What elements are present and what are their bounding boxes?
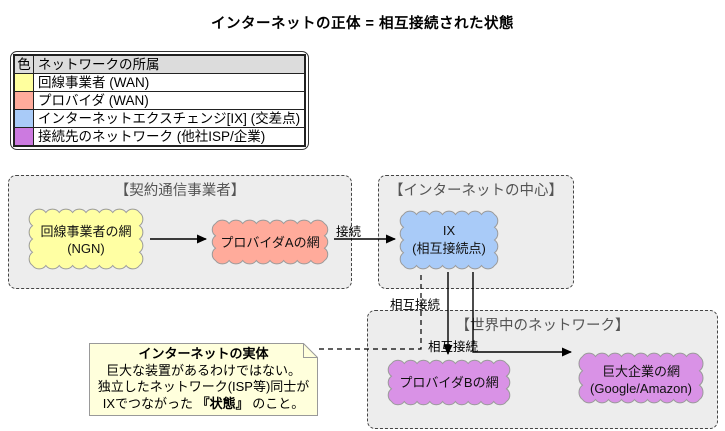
legend-swatch-ix: [13, 109, 34, 128]
cloud-big-enterprise: 巨大企業の網 (Google/Amazon): [578, 352, 704, 404]
legend-panel: 色 ネットワークの所属 回線事業者 (WAN) プロバイダ (WAN) インター…: [10, 51, 310, 150]
legend-row-provider: プロバイダ (WAN): [13, 91, 306, 110]
note-fold-icon: [303, 343, 318, 358]
cloud-provider-a-label: プロバイダAの網: [220, 235, 319, 250]
legend-header-label: ネットワークの所属: [33, 54, 306, 74]
cloud-big-enterprise-sublabel: (Google/Amazon): [590, 381, 692, 396]
legend-label-provider: プロバイダ (WAN): [33, 91, 306, 110]
cloud-provider-b: プロバイダBの網: [387, 359, 511, 406]
note-title: インターネットの実体: [138, 346, 269, 361]
legend-label-ix: インターネットエクスチェンジ[IX] (交差点): [33, 109, 306, 128]
legend-row-carrier: 回線事業者 (WAN): [13, 73, 306, 92]
group-internet-center-title: 【インターネットの中心】: [389, 183, 563, 199]
cloud-big-enterprise-label: 巨大企業の網: [602, 364, 680, 379]
edge-label-connect: 接続: [336, 225, 362, 239]
group-contract-carrier-title: 【契約通信事業者】: [114, 183, 246, 199]
cloud-provider-a-shape: [211, 219, 329, 265]
cloud-ix: IX (相互接続点): [399, 210, 499, 270]
cloud-ix-sublabel: (相互接続点): [412, 241, 486, 256]
cloud-carrier-network-sublabel: (NGN): [67, 241, 105, 256]
note-body-shape: [89, 343, 318, 416]
edge-label-peer-2: 相互接続: [428, 340, 479, 354]
cloud-provider-b-shape: [387, 359, 511, 406]
legend-table: 色 ネットワークの所属 回線事業者 (WAN) プロバイダ (WAN) インター…: [13, 54, 307, 147]
note-text: インターネットの実体 巨大な装置があるわけではない。 独立したネットワーク(IS…: [89, 343, 318, 412]
cloud-carrier-network-shape: [28, 208, 144, 270]
legend-swatch-provider: [13, 91, 34, 110]
cloud-ix-shape: [399, 210, 499, 270]
page-title: インターネットの正体 = 相互接続された状態: [210, 16, 515, 32]
cloud-big-enterprise-shape: [578, 352, 704, 404]
note-line-2: 独立したネットワーク(ISP等)同士が: [97, 379, 310, 394]
legend-row-ix: インターネットエクスチェンジ[IX] (交差点): [13, 109, 306, 128]
group-world-networks-title: 【世界中のネットワーク】: [455, 318, 630, 334]
cloud-provider-b-label: プロバイダBの網: [399, 375, 498, 390]
legend-swatch-carrier: [13, 73, 34, 92]
note-shape: [89, 343, 318, 416]
note-line-1: 巨大な装置があるわけではない。: [105, 362, 301, 378]
cloud-provider-a: プロバイダAの網: [211, 219, 329, 265]
edge-label-peer-1: 相互接続: [390, 298, 441, 312]
legend-label-destination: 接続先のネットワーク (他社ISP/企業): [33, 127, 306, 147]
note-internet-essence: インターネットの実体 巨大な装置があるわけではない。 独立したネットワーク(IS…: [89, 343, 318, 416]
legend-header-color: 色: [13, 54, 34, 74]
cloud-carrier-network: 回線事業者の網 (NGN): [28, 208, 144, 270]
cloud-ix-label: IX: [443, 223, 456, 238]
legend-row-destination: 接続先のネットワーク (他社ISP/企業): [13, 127, 306, 147]
legend-header-row: 色 ネットワークの所属: [13, 54, 306, 74]
legend-label-carrier: 回線事業者 (WAN): [33, 73, 306, 92]
note-line-3: IXでつながった 『状態』 のこと。: [102, 395, 305, 411]
legend-swatch-destination: [13, 127, 34, 147]
cloud-carrier-network-label: 回線事業者の網: [40, 224, 131, 239]
